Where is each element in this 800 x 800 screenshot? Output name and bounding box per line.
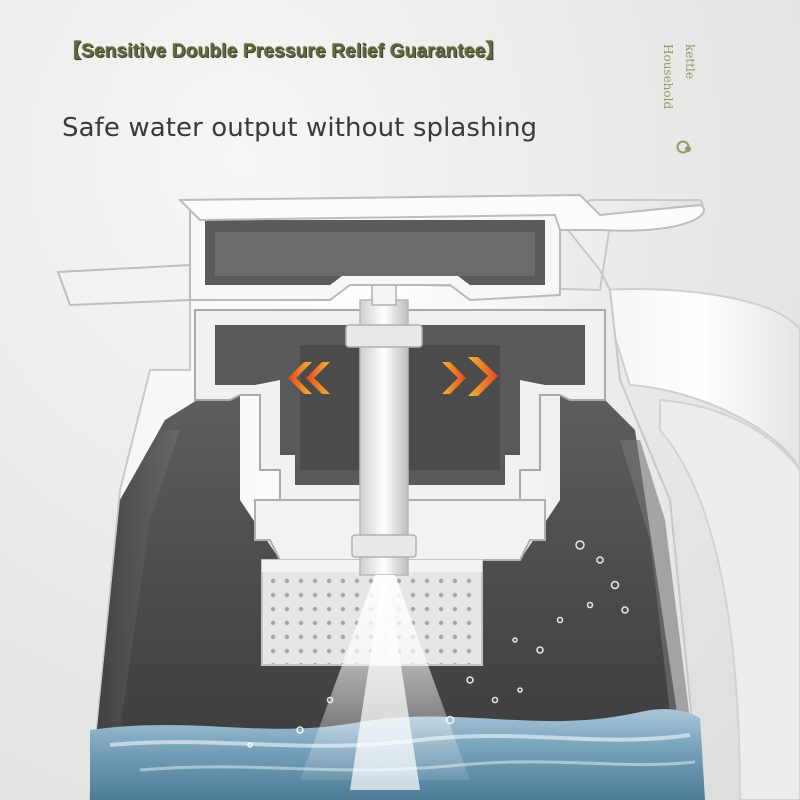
headline: 【Sensitive Double Pressure Relief Guaran… xyxy=(62,41,505,62)
side-label-line2: kettle xyxy=(683,44,697,79)
side-label: Household kettle xyxy=(655,44,707,130)
double-chevron-left-icon xyxy=(288,362,330,394)
leaf-dot-icon xyxy=(676,140,691,154)
subheadline: Safe water output without splashing xyxy=(62,113,538,143)
double-chevron-right-icon xyxy=(442,357,498,396)
side-label-line1: Household xyxy=(661,44,675,110)
